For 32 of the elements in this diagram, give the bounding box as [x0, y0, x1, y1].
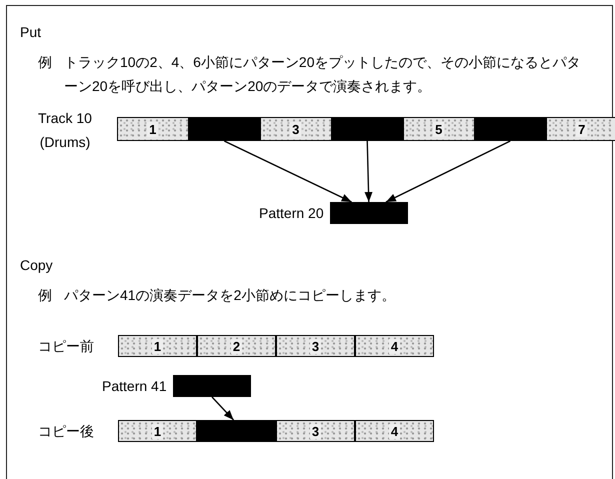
measure-block: 4	[355, 420, 434, 442]
measure-block: 2	[197, 335, 276, 357]
measure-block: 3	[276, 335, 355, 357]
arrow	[224, 140, 352, 203]
measure-block: 1	[117, 117, 188, 141]
example-mark: 例	[38, 53, 53, 72]
pattern-block	[173, 375, 251, 397]
pattern-block	[332, 117, 403, 141]
measure-block: 3	[276, 420, 355, 442]
track-label: Track 10 (Drums)	[37, 109, 93, 152]
arrow	[212, 396, 234, 420]
arrow	[364, 140, 373, 202]
pattern-label: Pattern 41	[102, 378, 167, 394]
example-mark: 例	[38, 286, 53, 305]
measure-block: 1	[118, 420, 197, 442]
measure-block: 3	[260, 117, 332, 141]
measure-block: 5	[403, 117, 474, 141]
example-text: トラック10の2、4、6小節にパターン20をプットしたので、その小節になるとパターン20を呼び出し、パターン20のデータで演奏されます。	[64, 53, 582, 96]
section-heading: Copy	[20, 256, 54, 275]
pattern-block	[188, 117, 260, 141]
arrow	[386, 140, 511, 203]
measure-block: 1	[118, 335, 197, 357]
row-label: コピー後	[38, 422, 95, 441]
example-text: パターン41の演奏データを2小節めにコピーします。	[64, 286, 396, 305]
measure-block: 7	[546, 117, 615, 141]
section-heading: Put	[20, 23, 42, 42]
pattern-block	[330, 202, 408, 224]
pattern-label: Pattern 20	[259, 205, 324, 221]
measure-block: 4	[355, 335, 434, 357]
pattern-block	[474, 117, 546, 141]
row-label: コピー前	[38, 337, 95, 356]
pattern-block	[197, 420, 276, 442]
